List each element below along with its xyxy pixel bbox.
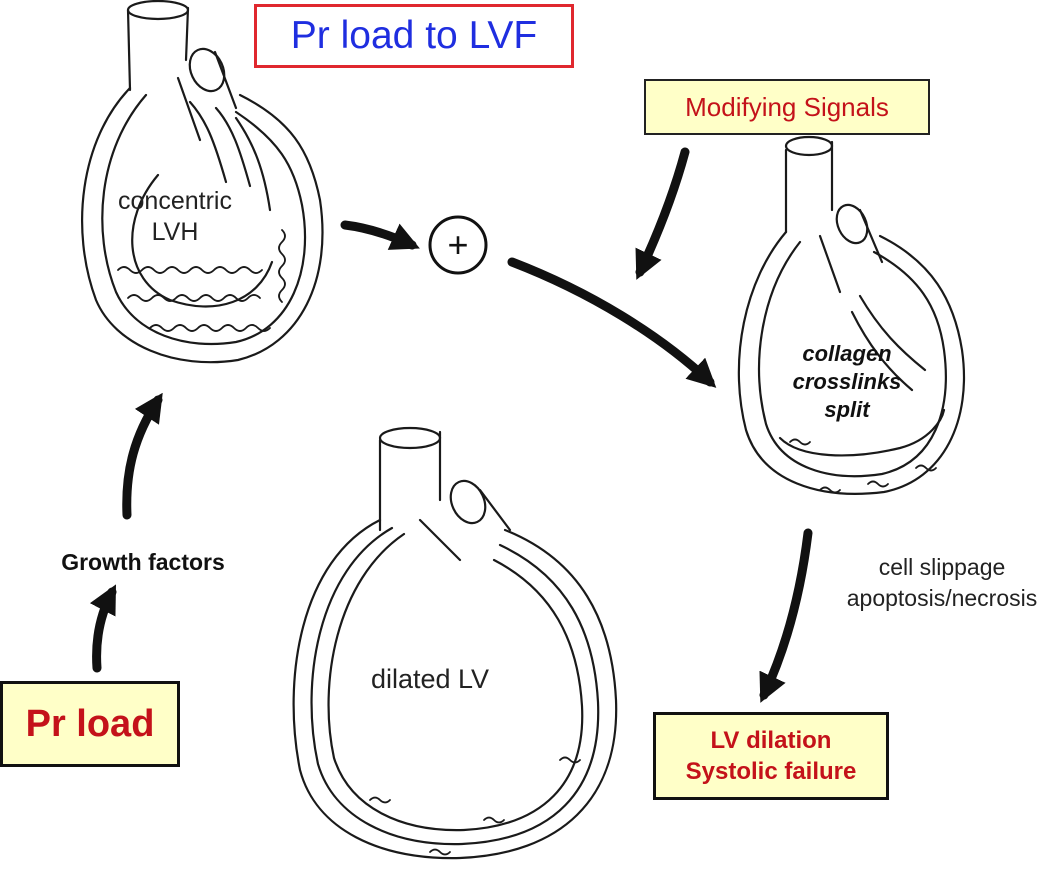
arrow-prload-to-growth bbox=[89, 584, 117, 673]
cell-label-line2: apoptosis/necrosis bbox=[846, 584, 1038, 611]
concentric-label-line1: concentric bbox=[118, 187, 232, 215]
pr-load-box: Pr load bbox=[0, 681, 180, 767]
arrow-signals-to-collagen bbox=[635, 147, 690, 280]
concentric-label-line2: LVH bbox=[151, 218, 199, 247]
collagen-split-heart-icon bbox=[737, 135, 966, 495]
arrow-growth-to-lvh bbox=[122, 392, 163, 520]
plus-symbol: + bbox=[447, 224, 468, 265]
arrow-plus-to-collagen bbox=[507, 257, 717, 388]
title-box: Pr load to LVF bbox=[254, 4, 574, 68]
dilated-lv-label: dilated LV bbox=[370, 664, 490, 694]
growth-factors-label: Growth factors bbox=[61, 549, 225, 575]
collagen-label-line1: collagen bbox=[802, 341, 892, 366]
modifying-signals-label: Modifying Signals bbox=[685, 91, 889, 122]
collagen-label-line2: crosslinks bbox=[792, 369, 902, 395]
arrow-lvh-to-plus bbox=[340, 220, 420, 250]
cell-slippage-label: cell slippage apoptosis/necrosis bbox=[832, 552, 1050, 613]
page-title: Pr load to LVF bbox=[290, 14, 538, 57]
collagen-label: collagen crosslinks split bbox=[772, 340, 922, 424]
concentric-lvh-heart-icon bbox=[81, 0, 324, 364]
arrow-collagen-to-outcome bbox=[759, 528, 813, 703]
modifying-signals-box: Modifying Signals bbox=[644, 79, 930, 135]
cell-label-line1: cell slippage bbox=[878, 554, 1006, 580]
concentric-lvh-label: concentric LVH bbox=[95, 186, 255, 249]
pr-load-label: Pr load bbox=[25, 702, 155, 745]
outcome-box: LV dilation Systolic failure bbox=[653, 712, 889, 800]
collagen-label-line3: split bbox=[824, 397, 870, 423]
outcome-line1: LV dilation bbox=[710, 726, 832, 754]
plus-circle-icon: + bbox=[428, 215, 488, 275]
outcome-line2: Systolic failure bbox=[685, 758, 857, 785]
dilated-lv-heart-icon bbox=[292, 426, 618, 860]
